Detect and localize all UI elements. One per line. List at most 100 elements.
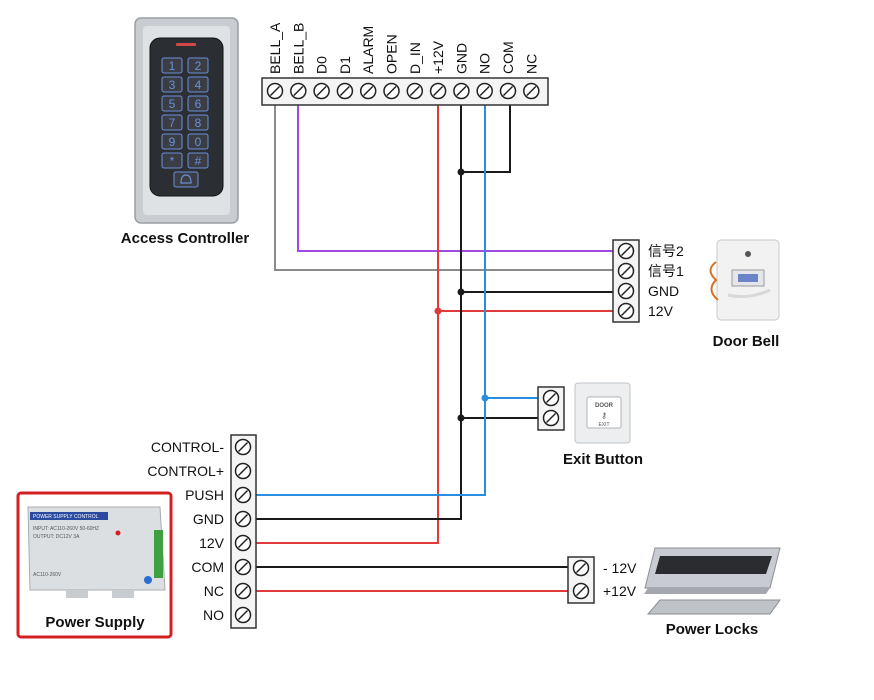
keypad-key: # bbox=[187, 152, 209, 169]
keypad-key-label: 2 bbox=[195, 59, 202, 73]
power-supply-output: OUTPUT: DC12V 3A bbox=[33, 534, 80, 540]
keypad-key-label: 9 bbox=[169, 135, 176, 149]
controller-terminal-label: OPEN bbox=[384, 34, 400, 74]
keypad-key: 0 bbox=[187, 133, 209, 150]
controller-terminal-label: NO bbox=[477, 53, 493, 74]
terminal-screw bbox=[383, 82, 400, 100]
terminal-screw bbox=[542, 409, 560, 427]
wire-com-gnd bbox=[461, 93, 511, 173]
wire-12v-trunk bbox=[243, 93, 439, 544]
power-locks-terminal-block: - 12V+12V bbox=[567, 556, 637, 604]
controller-terminal-label: BELL_A bbox=[267, 22, 283, 74]
power-supply-title: Power Supply bbox=[45, 614, 145, 631]
wire-gnd-trunk bbox=[243, 93, 462, 520]
keypad-key-label: 5 bbox=[169, 97, 176, 111]
power-supply-terminal-label: PUSH bbox=[185, 487, 224, 503]
terminal-screw bbox=[313, 82, 330, 100]
junctions bbox=[434, 168, 489, 422]
exit-button-face-bottom: EXIT bbox=[598, 422, 609, 428]
power-supply-terminal-label: CONTROL+ bbox=[147, 463, 224, 479]
terminal-screw bbox=[572, 582, 590, 600]
exit-button-terminal-block bbox=[537, 386, 565, 431]
wire-no bbox=[243, 93, 486, 496]
terminal-screw bbox=[429, 82, 447, 100]
terminal-screw bbox=[453, 82, 470, 100]
terminal-screw bbox=[617, 262, 635, 280]
door-bell-terminal-label: 信号1 bbox=[648, 263, 684, 279]
controller-terminal-label: ALARM bbox=[360, 26, 376, 74]
keypad-key-label: 4 bbox=[195, 78, 202, 92]
keypad-key-label: 0 bbox=[195, 135, 202, 149]
keypad-key: 4 bbox=[187, 76, 209, 93]
controller-terminal-label: GND bbox=[453, 43, 469, 74]
wire-bell-b bbox=[297, 93, 615, 252]
terminal-screw bbox=[523, 82, 540, 100]
keypad-key-label: 3 bbox=[169, 78, 176, 92]
keypad-key-label: 8 bbox=[195, 116, 202, 130]
keypad-key: 6 bbox=[187, 95, 209, 112]
keypad-key: 7 bbox=[161, 114, 183, 131]
keypad-key-label: # bbox=[195, 154, 202, 168]
power-locks-terminal-label: +12V bbox=[603, 583, 637, 599]
keypad-key: * bbox=[161, 152, 183, 169]
power-supply-terminal-label: NO bbox=[203, 607, 224, 623]
terminal-screw bbox=[406, 82, 424, 100]
terminal-screw bbox=[617, 302, 635, 320]
terminal-screw bbox=[499, 82, 517, 100]
key-icon: ⚷ bbox=[601, 411, 607, 420]
door-bell-title: Door Bell bbox=[713, 333, 780, 350]
power-supply-terminal-label: CONTROL- bbox=[151, 439, 224, 455]
keypad-key-label: 1 bbox=[169, 59, 176, 73]
power-supply-plate: POWER SUPPLY CONTROL bbox=[33, 514, 99, 520]
bell-icon bbox=[180, 174, 192, 184]
bell-key bbox=[173, 171, 199, 188]
door-bell-terminal-label: 信号2 bbox=[648, 243, 684, 259]
terminal-screw bbox=[359, 82, 377, 100]
wire-bell-a bbox=[274, 93, 615, 271]
controller-terminal-label: NC bbox=[523, 54, 539, 74]
door-bell-device: Door Bell bbox=[709, 239, 780, 350]
terminal-screw bbox=[234, 606, 252, 624]
exit-button-device: DOOR ⚷ EXIT Exit Button bbox=[563, 382, 643, 468]
wires bbox=[243, 93, 615, 592]
keypad-key-label: 6 bbox=[195, 97, 202, 111]
door-bell-terminal-label: GND bbox=[648, 283, 679, 299]
controller-terminal-label: D_IN bbox=[407, 42, 423, 74]
keypad-key: 3 bbox=[161, 76, 183, 93]
terminal-screw bbox=[617, 282, 635, 300]
terminal-screw bbox=[234, 558, 252, 576]
terminal-screw bbox=[234, 510, 252, 528]
terminal-screw bbox=[617, 242, 635, 260]
terminal-screw bbox=[234, 534, 252, 552]
controller-terminal-label: +12V bbox=[430, 40, 446, 74]
exit-button-title: Exit Button bbox=[563, 451, 643, 468]
exit-button-face-top: DOOR bbox=[595, 403, 614, 409]
keypad-key: 2 bbox=[187, 57, 209, 74]
power-supply-terminal-label: GND bbox=[193, 511, 224, 527]
power-supply-device: POWER SUPPLY CONTROL INPUT: AC110-260V 5… bbox=[16, 491, 173, 639]
power-supply-terminal-label: COM bbox=[191, 559, 224, 575]
controller-terminal-label: BELL_B bbox=[290, 23, 306, 74]
power-supply-input: INPUT: AC110-260V 50-60HZ bbox=[33, 526, 99, 532]
access-controller-title: Access Controller bbox=[121, 230, 250, 247]
terminal-screw bbox=[234, 438, 252, 456]
keypad-key: 9 bbox=[161, 133, 183, 150]
keypad-key: 8 bbox=[187, 114, 209, 131]
keypad-key: 1 bbox=[161, 57, 183, 74]
terminal-screw bbox=[234, 486, 252, 504]
controller-terminal-label: COM bbox=[500, 41, 516, 74]
terminal-screw bbox=[266, 82, 284, 100]
terminal-screw bbox=[336, 82, 354, 100]
power-locks-title: Power Locks bbox=[666, 621, 759, 638]
power-supply-terminal-label: 12V bbox=[199, 535, 225, 551]
terminal-screw bbox=[476, 82, 493, 100]
power-supply-highlight bbox=[16, 491, 173, 639]
terminal-screw bbox=[542, 389, 560, 407]
terminal-screw bbox=[234, 582, 252, 600]
